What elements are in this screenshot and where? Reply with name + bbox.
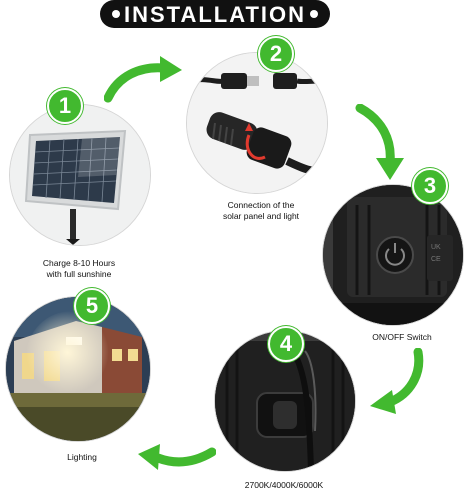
arrow-step-4-to-5 — [138, 444, 216, 470]
step-3-caption-line1: ON/OFF Switch — [372, 332, 432, 342]
step-4-caption: 2700K/4000K/6000K — [214, 480, 354, 491]
step-5-image — [5, 296, 151, 442]
step-2-caption-line1: Connection of the — [227, 200, 295, 210]
step-5-badge: 5 — [74, 288, 110, 324]
solar-panel-icon — [10, 105, 150, 245]
step-2-image — [186, 52, 328, 194]
svg-text:UK: UK — [431, 244, 441, 251]
step-5-caption: Lighting — [12, 452, 152, 463]
step-2-badge: 2 — [258, 36, 294, 72]
arrow-step-2-to-3 — [355, 104, 404, 180]
step-1-badge: 1 — [47, 88, 83, 124]
step-4-image — [214, 330, 356, 472]
step-4-caption-line1: 2700K/4000K/6000K — [244, 480, 324, 490]
banner-dot-left — [112, 10, 120, 18]
svg-text:CE: CE — [431, 256, 441, 263]
step-3-caption: ON/OFF Switch — [342, 332, 462, 343]
step-2-caption-line2: solar panel and light — [222, 211, 300, 221]
color-temperature-switch-icon — [215, 331, 355, 471]
step-1-caption: Charge 8-10 Hours with full sunshine — [14, 258, 144, 280]
installation-banner: INSTALLATION — [100, 0, 330, 28]
arrow-step-3-to-4 — [370, 348, 424, 414]
step-1-caption-line1: Charge 8-10 Hours — [42, 258, 116, 268]
banner-dot-right — [310, 10, 318, 18]
step-1-image — [9, 104, 151, 246]
step-4-badge: 4 — [268, 326, 304, 362]
house-lighting-icon — [6, 297, 150, 441]
power-switch-icon: UK CE — [323, 185, 463, 325]
step-5-caption-line1: Lighting — [67, 452, 97, 462]
arrow-step-1-to-2 — [104, 56, 182, 103]
cable-connector-icon — [187, 53, 327, 193]
step-1-caption-line2: with full sunshine — [46, 269, 112, 279]
step-3-image: UK CE — [322, 184, 464, 326]
step-2-caption: Connection of the solar panel and light — [196, 200, 326, 222]
page-title: INSTALLATION — [123, 2, 307, 27]
step-3-badge: 3 — [412, 168, 448, 204]
